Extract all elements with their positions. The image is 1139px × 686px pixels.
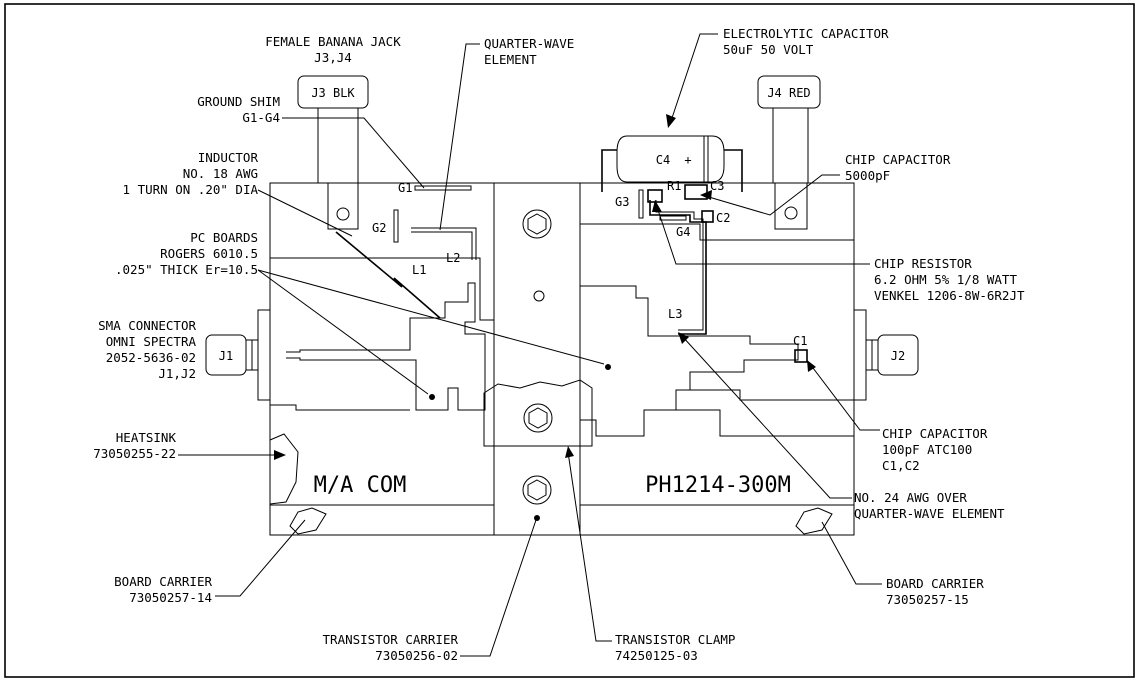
chip-cap-100-line1: CHIP CAPACITOR [882,426,988,441]
r1-label: R1 [667,179,681,193]
board-marker-dot [429,394,435,400]
inductor-line2: NO. 18 AWG [183,166,258,181]
chip-cap-100-line2: 100pF ATC100 [882,442,972,457]
carrier-marker-dot [534,515,540,521]
pc-boards-line1: PC BOARDS [190,230,258,245]
manufacturer-marking: M/A COM [314,473,407,498]
sma-connector-j1 [205,309,271,401]
electrolytic-capacitor-c4 [601,135,743,192]
right-matching-network [580,285,799,437]
electrolytic-line1: ELECTROLYTIC CAPACITOR [723,26,889,41]
right-pc-board [580,223,854,241]
j4-label: J4 RED [767,86,810,100]
board-marker-dot [605,364,611,370]
c3-label: C3 [710,179,724,193]
c4-label: C4 [656,153,670,167]
transistor-carrier-screws [522,209,552,505]
awg24-wire-l3 [649,200,707,335]
awg24-line1: NO. 24 AWG OVER [854,490,967,505]
chip-cap-100-line3: C1,C2 [882,458,920,473]
board-carrier-left-line2: 73050257-14 [129,590,212,605]
drawing-border [4,3,1135,678]
l1-label: L1 [412,263,426,277]
left-matching-network [286,282,486,411]
l3-label: L3 [668,307,682,321]
sma-connector-j2 [853,309,919,401]
board-carrier-left-tab [289,507,327,535]
c2-label: C2 [716,211,730,225]
transistor-clamp-line2: 74250125-03 [615,648,698,663]
banana-jack-j3 [297,75,369,230]
inductor-line3: 1 TURN ON .20" DIA [123,182,259,197]
g3-label: G3 [615,195,629,209]
chip-capacitor-c2 [701,210,714,223]
g2-label: G2 [372,221,386,235]
ground-shim-g2 [393,209,399,243]
chip-capacitor-c3 [684,184,708,200]
sma-line3: 2052-5636-02 [106,350,196,365]
banana-jack-j4 [757,75,821,230]
board-carrier-left-line1: BOARD CARRIER [114,574,212,589]
heatsink-line1: HEATSINK [116,430,177,445]
c4-polarity-label: + [684,153,691,167]
left-pc-board [270,257,494,321]
j2-label: J2 [891,349,905,363]
chip-capacitor-c1 [794,349,808,363]
pc-boards-line2: ROGERS 6010.5 [160,246,258,261]
sma-line4: J1,J2 [158,366,196,381]
pc-boards-line3: .025" THICK Er=10.5 [115,262,258,277]
transistor-carrier-line2: 73050256-02 [375,648,458,663]
heatsink-line2: 73050255-22 [93,446,176,461]
board-carrier-right-tab [795,507,833,535]
banana-jack-line2: J3,J4 [314,50,352,65]
chip-resistor-line1: CHIP RESISTOR [874,256,972,271]
sma-line2: OMNI SPECTRA [106,334,197,349]
j1-label: J1 [219,349,233,363]
transistor-carrier-line1: TRANSISTOR CARRIER [323,632,459,647]
banana-jack-line1: FEMALE BANANA JACK [265,34,401,49]
chip-cap-5000-line1: CHIP CAPACITOR [845,152,951,167]
board-carrier-right-line2: 73050257-15 [886,592,969,607]
ground-shim-g3 [638,189,644,219]
g1-label: G1 [398,181,412,195]
ground-shim-line1: GROUND SHIM [197,94,280,109]
ground-shim-line2: G1-G4 [242,110,280,125]
electrolytic-line2: 50uF 50 VOLT [723,42,814,57]
quarter-wave-element [411,227,477,260]
awg24-line2: QUARTER-WAVE ELEMENT [854,506,1005,521]
chip-resistor-line2: 6.2 OHM 5% 1/8 WATT [874,272,1017,287]
inductor-l1 [335,231,441,319]
j3-label: J3 BLK [311,86,355,100]
c1-label: C1 [793,334,807,348]
transistor-clamp-line1: TRANSISTOR CLAMP [615,632,735,647]
part-number-marking: PH1214-300M [645,473,791,498]
l2-label: L2 [446,251,460,265]
leader-lines [178,33,882,657]
sma-line1: SMA CONNECTOR [98,318,196,333]
quarter-wave-line2: ELEMENT [484,52,537,67]
quarter-wave-line1: QUARTER-WAVE [484,36,574,51]
chip-resistor-line3: VENKEL 1206-8W-6R2JT [874,288,1025,303]
ground-shim-g4 [659,215,687,221]
inductor-line1: INDUCTOR [198,150,259,165]
chip-cap-5000-line2: 5000pF [845,168,890,183]
ground-shim-g1 [414,185,472,191]
transistor-clamp [483,379,593,447]
g4-label: G4 [676,225,690,239]
callout-labels: FEMALE BANANA JACK J3,J4 QUARTER-WAVE EL… [93,26,1025,663]
board-carrier-right-line1: BOARD CARRIER [886,576,984,591]
